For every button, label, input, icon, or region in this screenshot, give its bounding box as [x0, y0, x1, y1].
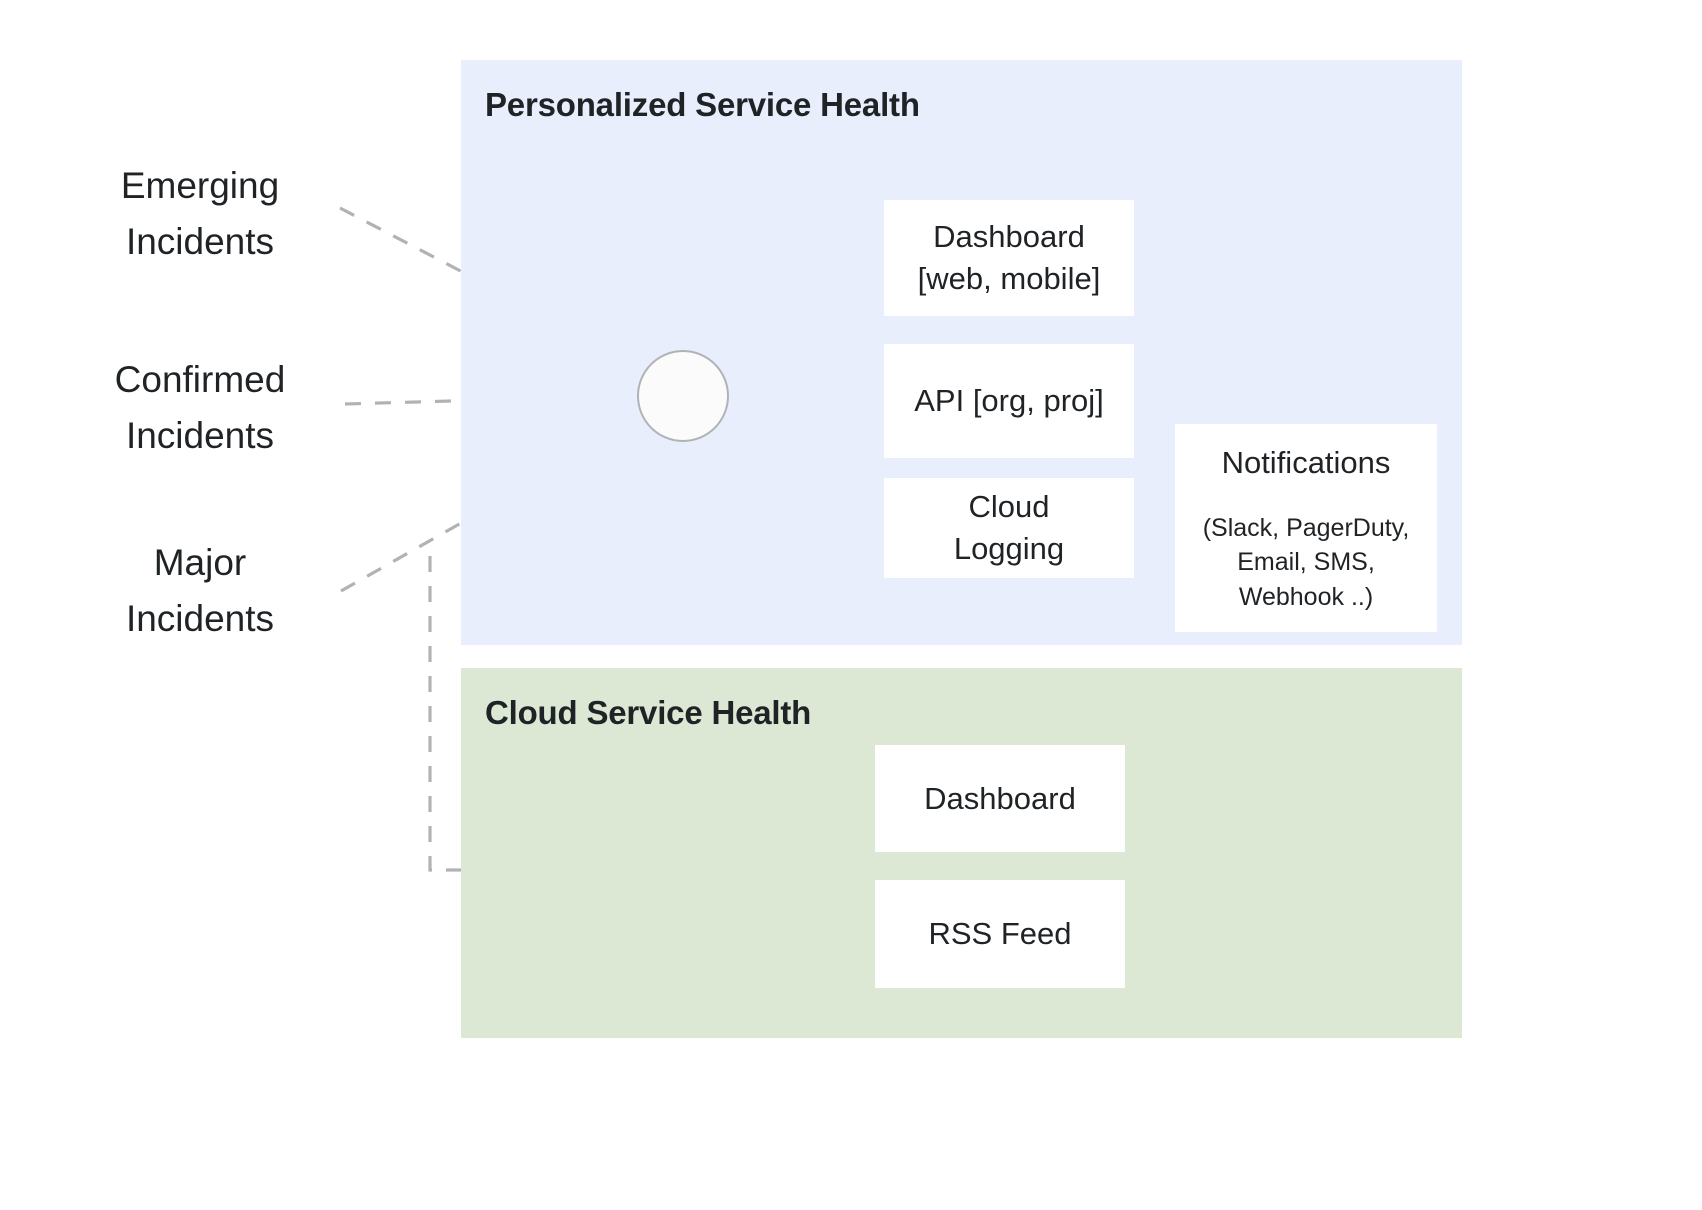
node-dashboard-web-mobile-label: Dashboard [web, mobile] [917, 219, 1101, 296]
node-rss-feed[interactable]: RSS Feed [875, 880, 1125, 988]
panel-cloud-title: Cloud Service Health [485, 694, 812, 731]
node-api-org-proj-label: API [org, proj] [914, 383, 1104, 419]
node-cloud-dashboard[interactable]: Dashboard [875, 745, 1125, 852]
node-cloud-dashboard-label: Dashboard [924, 780, 1076, 816]
node-notifications-channels: (Slack, PagerDuty, Email, SMS, Webhook .… [1202, 513, 1410, 611]
node-api-org-proj[interactable]: API [org, proj] [884, 344, 1134, 458]
panel-personalized-title: Personalized Service Health [485, 86, 920, 123]
node-rss-feed-label: RSS Feed [928, 916, 1072, 952]
source-label-confirmed-incidents: Confirmed Incidents [114, 359, 286, 456]
node-cloud-logging-label: Cloud Logging [953, 489, 1065, 566]
source-label-emerging-incidents: Emerging Incidents [120, 165, 280, 262]
node-notifications-title: Notifications [1221, 444, 1391, 480]
node-notifications[interactable]: Notifications (Slack, PagerDuty, Email, … [1175, 424, 1437, 632]
source-label-major-incidents: Major Incidents [125, 542, 275, 639]
node-cloud-logging[interactable]: Cloud Logging [884, 478, 1134, 578]
node-dashboard-web-mobile[interactable]: Dashboard [web, mobile] [884, 200, 1134, 316]
hub-node-circle [637, 350, 729, 442]
